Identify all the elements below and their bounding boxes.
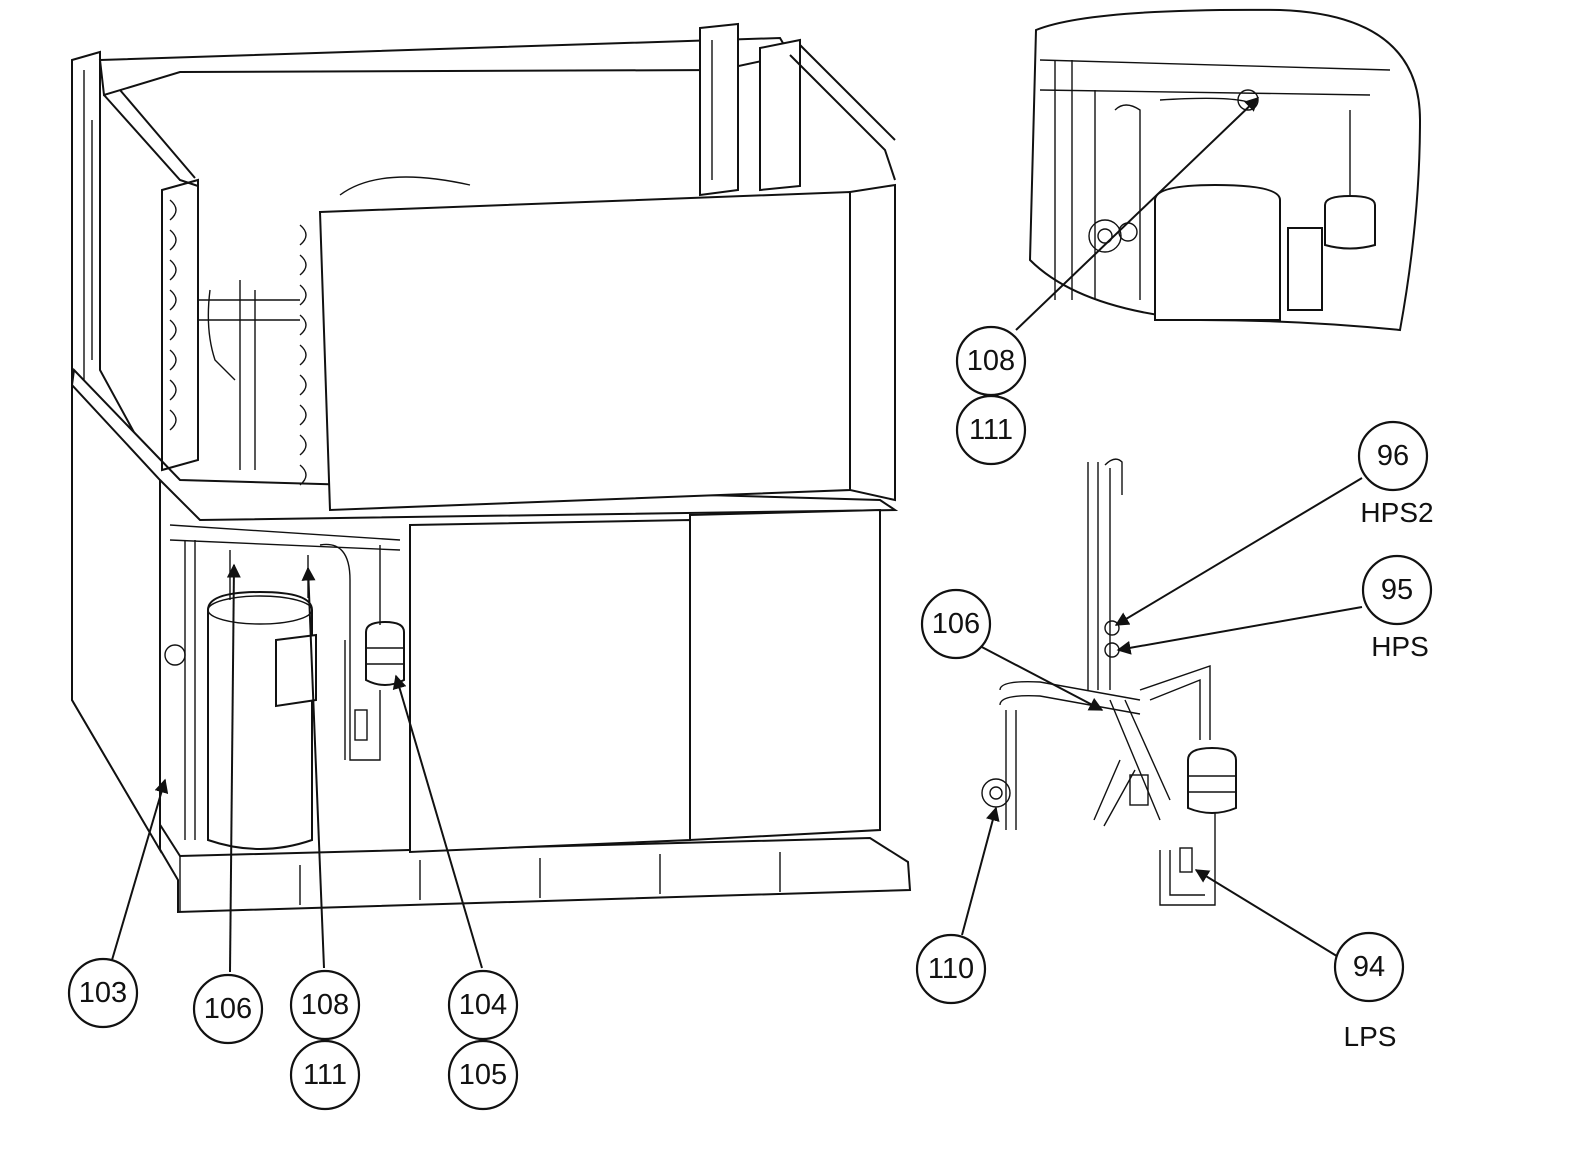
callout-106-right: 106 bbox=[920, 588, 992, 660]
callout-110: 110 bbox=[915, 933, 987, 1005]
svg-text:105: 105 bbox=[459, 1059, 507, 1091]
leader-lines bbox=[111, 97, 1363, 973]
compressor bbox=[207, 590, 317, 850]
svg-text:111: 111 bbox=[969, 414, 1013, 446]
callout-108: 108 bbox=[289, 969, 361, 1041]
piping-assembly bbox=[981, 458, 1237, 906]
callout-94: 94 bbox=[1333, 931, 1405, 1003]
svg-text:108: 108 bbox=[967, 345, 1015, 377]
callout-111: 111 bbox=[289, 1039, 361, 1111]
top-rail bbox=[98, 36, 792, 97]
label-hps: HPS bbox=[1371, 631, 1429, 662]
label-hps2: HPS2 bbox=[1360, 497, 1433, 528]
svg-text:108: 108 bbox=[301, 989, 349, 1021]
access-panel-right bbox=[689, 508, 881, 842]
condenser-coil bbox=[318, 190, 851, 512]
inset-detail bbox=[1028, 8, 1422, 332]
callout-104: 104 bbox=[447, 969, 519, 1041]
coil-tube-bends bbox=[161, 178, 307, 486]
callout-103: 103 bbox=[67, 957, 139, 1029]
svg-text:106: 106 bbox=[932, 608, 980, 640]
svg-text:110: 110 bbox=[928, 953, 974, 985]
svg-text:96: 96 bbox=[1377, 440, 1409, 472]
callout-106: 106 bbox=[192, 973, 264, 1045]
access-panel-left bbox=[409, 518, 691, 854]
filter-drier-main bbox=[365, 620, 405, 686]
callout-96: 96 bbox=[1357, 420, 1429, 492]
svg-text:111: 111 bbox=[303, 1059, 347, 1091]
svg-text:106: 106 bbox=[204, 993, 252, 1025]
svg-text:103: 103 bbox=[79, 977, 127, 1009]
callout-95: 95 bbox=[1361, 554, 1433, 626]
callout-108-inset: 108 bbox=[955, 325, 1027, 397]
callout-111-inset: 111 bbox=[955, 394, 1027, 466]
label-lps: LPS bbox=[1344, 1021, 1397, 1052]
svg-text:95: 95 bbox=[1381, 574, 1413, 606]
callout-105: 105 bbox=[447, 1039, 519, 1111]
svg-text:94: 94 bbox=[1353, 951, 1385, 983]
main-unit-drawing bbox=[70, 22, 912, 914]
svg-text:104: 104 bbox=[459, 989, 507, 1021]
